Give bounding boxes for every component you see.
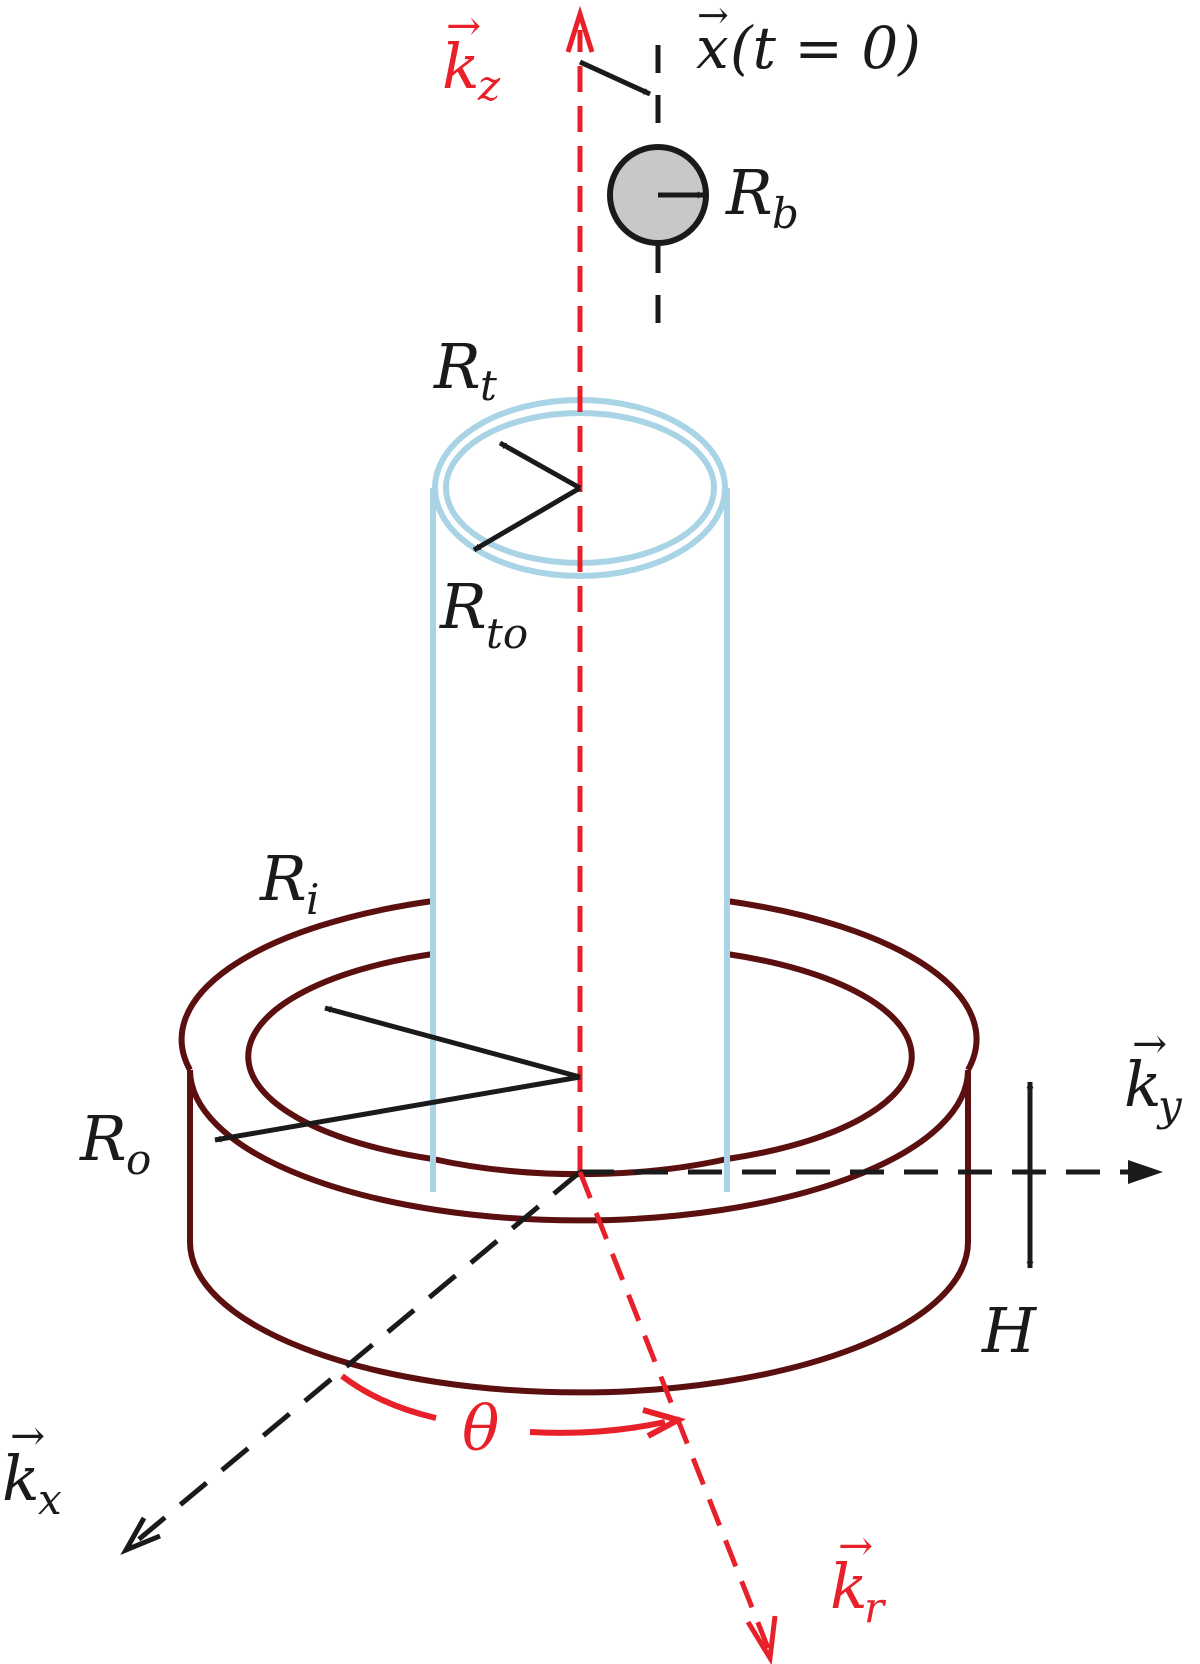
kz-sub: z bbox=[477, 61, 501, 110]
ro-arrow bbox=[214, 1074, 581, 1143]
disk-inner-rim-right bbox=[726, 951, 915, 1162]
rt-base: R bbox=[433, 330, 481, 403]
disk-inner-rim-left bbox=[245, 951, 434, 1162]
ri-sub: i bbox=[306, 875, 319, 924]
kx-base: k bbox=[2, 1442, 40, 1515]
ro-base: R bbox=[79, 1102, 127, 1175]
theta-arc-right bbox=[529, 1419, 666, 1436]
ri-label: R i bbox=[259, 842, 319, 924]
ro-sub: o bbox=[126, 1135, 151, 1184]
kx-sub: x bbox=[38, 1475, 62, 1524]
kx-arrowhead bbox=[120, 1516, 161, 1556]
ky-base: k bbox=[1124, 1048, 1162, 1121]
annular-disk bbox=[178, 898, 980, 1396]
ky-sub: y bbox=[1156, 1081, 1183, 1130]
rb-base: R bbox=[725, 156, 773, 229]
disk-bottom-rim bbox=[187, 1241, 971, 1396]
kr-axis bbox=[577, 1171, 771, 1649]
rt-sub: t bbox=[480, 361, 497, 410]
kz-base: k bbox=[442, 30, 480, 103]
bubble bbox=[607, 144, 709, 246]
kr-base: k bbox=[830, 1550, 868, 1623]
disk-outer-top-rim-left bbox=[178, 898, 434, 1072]
x0-base: x bbox=[696, 14, 729, 82]
rb-sub: b bbox=[772, 189, 799, 238]
theta-angle bbox=[340, 1373, 686, 1439]
x0-label: → x (t = 0) bbox=[696, 0, 921, 82]
rto-base: R bbox=[439, 570, 487, 643]
kr-arrowhead bbox=[745, 1615, 778, 1664]
kz-arrowhead bbox=[565, 5, 595, 53]
rt-arrow bbox=[498, 440, 582, 491]
theta-label: θ bbox=[462, 1392, 499, 1465]
x0-vector-arrow: → bbox=[697, 0, 729, 37]
theta-arc-left bbox=[340, 1373, 437, 1421]
kz-vector-arrow: → bbox=[446, 1, 481, 50]
disk-outer-bottom-rim bbox=[187, 1069, 971, 1224]
x0-pointer-arrow bbox=[578, 59, 652, 97]
kz-label: → k z bbox=[442, 1, 501, 110]
rb-label: R b bbox=[725, 156, 799, 238]
rto-sub: to bbox=[486, 609, 528, 658]
rto-label: R to bbox=[439, 570, 528, 658]
axes bbox=[120, 5, 1163, 1664]
kx-label: → k x bbox=[2, 1411, 62, 1524]
disk-outer-top-rim-right bbox=[726, 898, 980, 1072]
rt-label: R t bbox=[433, 330, 497, 410]
h-label: H bbox=[981, 1294, 1038, 1367]
ro-label: R o bbox=[79, 1102, 151, 1184]
ky-label: → k y bbox=[1124, 1019, 1183, 1130]
labels: → k z → x (t = 0) R b R t R to R i bbox=[2, 0, 1183, 1632]
radius-arrows bbox=[214, 59, 1034, 1269]
kx-axis bbox=[136, 1170, 582, 1542]
ri-arrow bbox=[324, 1005, 581, 1080]
kr-vector-arrow: → bbox=[838, 1521, 873, 1570]
ri-base: R bbox=[259, 842, 307, 915]
ky-vector-arrow: → bbox=[1132, 1019, 1167, 1068]
ky-arrowhead bbox=[1128, 1160, 1163, 1184]
kr-sub: r bbox=[864, 1583, 887, 1632]
kx-vector-arrow: → bbox=[10, 1411, 45, 1460]
rto-arrow bbox=[472, 485, 582, 553]
theta-arrowhead bbox=[642, 1407, 686, 1439]
x0-rest: (t = 0) bbox=[730, 14, 921, 82]
kr-label: → k r bbox=[830, 1521, 887, 1632]
